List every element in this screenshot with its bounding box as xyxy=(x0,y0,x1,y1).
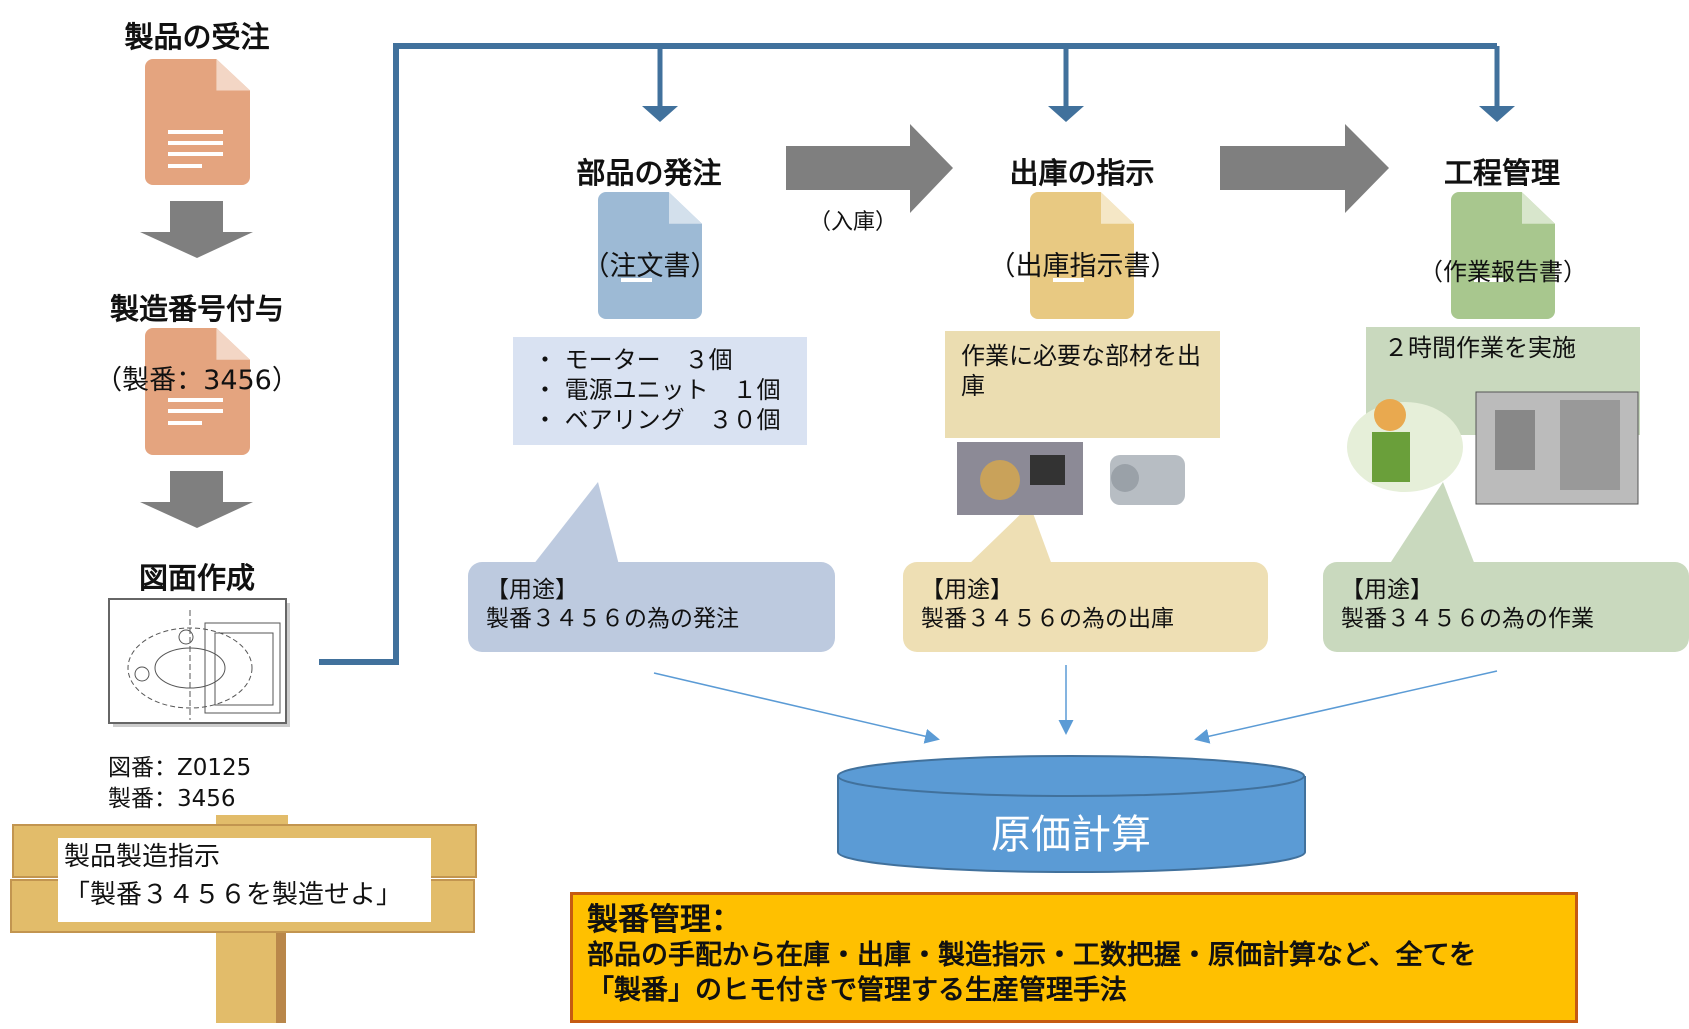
purpose-callout: 【用途】製番３４５６の為の作業 xyxy=(1323,562,1689,652)
right-arrow xyxy=(1220,124,1389,213)
summary-line: 「製番」のヒモ付きで管理する生産管理手法 xyxy=(587,975,1127,1006)
list-item: ・ モーター ３個 xyxy=(533,346,733,374)
issue-note: 作業に必要な部材を出庫 xyxy=(945,331,1220,438)
right-arrow xyxy=(786,124,953,213)
doc-label: （作業報告書） xyxy=(1419,258,1587,286)
cost-database-cylinder xyxy=(837,755,1306,874)
list-item: ・ 電源ユニット １個 xyxy=(533,376,781,404)
down-arrow xyxy=(140,471,253,528)
drawing-number: 図番：Z0125 xyxy=(108,755,252,781)
summary-line: 部品の手配から在庫・出庫・製造指示・工数把握・原価計算など、全てを xyxy=(587,940,1477,971)
down-arrow-head xyxy=(1048,106,1084,122)
summary-box: 製番管理： 部品の手配から在庫・出庫・製造指示・工数把握・原価計算など、全てを … xyxy=(570,892,1578,1023)
gear-parts-image xyxy=(957,442,1083,515)
purpose-callout: 【用途】製番３４５６の為の発注 xyxy=(468,562,835,652)
arrow-label: （入庫） xyxy=(808,210,898,235)
sign-line1: 製品製造指示 xyxy=(64,842,221,872)
numbering-title: 製造番号付与 xyxy=(109,292,284,326)
machine-image xyxy=(1475,391,1639,505)
down-arrow xyxy=(140,201,253,258)
purchase-order-document-icon xyxy=(598,192,702,319)
doc-label: （注文書） xyxy=(582,251,718,282)
drawing-title: 図面作成 xyxy=(138,561,255,595)
step-title: 部品の発注 xyxy=(576,156,722,190)
seiban-number: 製番：3456 xyxy=(108,786,236,812)
database-label: 原価計算 xyxy=(991,812,1151,858)
distribution-line xyxy=(319,43,1497,665)
part-drawing-image xyxy=(108,598,290,727)
sign-text: 製品製造指示 「製番３４５６を製造せよ」 xyxy=(58,838,431,922)
list-item: ・ ベアリング ３０個 xyxy=(533,406,781,434)
callout-tail xyxy=(533,482,619,565)
sign-line2: 「製番３４５６を製造せよ」 xyxy=(64,880,403,910)
order-title: 製品の受注 xyxy=(124,20,270,54)
motor-image xyxy=(1110,455,1185,505)
step-title: 工程管理 xyxy=(1443,156,1560,190)
doc-label: （出庫指示書） xyxy=(988,251,1178,282)
down-arrow-head xyxy=(642,106,678,122)
parts-list: ・ モーター ３個 ・ 電源ユニット １個 ・ ベアリング ３０個 xyxy=(513,337,807,445)
numbering-doc-text: （製番：3456） xyxy=(95,365,299,396)
order-document-icon xyxy=(145,59,250,185)
callout-tail xyxy=(968,505,1052,565)
purpose-callout: 【用途】製番３４５６の為の出庫 xyxy=(903,562,1268,652)
down-arrow-head xyxy=(1479,106,1515,122)
worker-image xyxy=(1347,399,1463,492)
summary-title: 製番管理： xyxy=(587,902,742,938)
callout-tail xyxy=(1389,482,1475,565)
step-title: 出庫の指示 xyxy=(1009,156,1155,190)
